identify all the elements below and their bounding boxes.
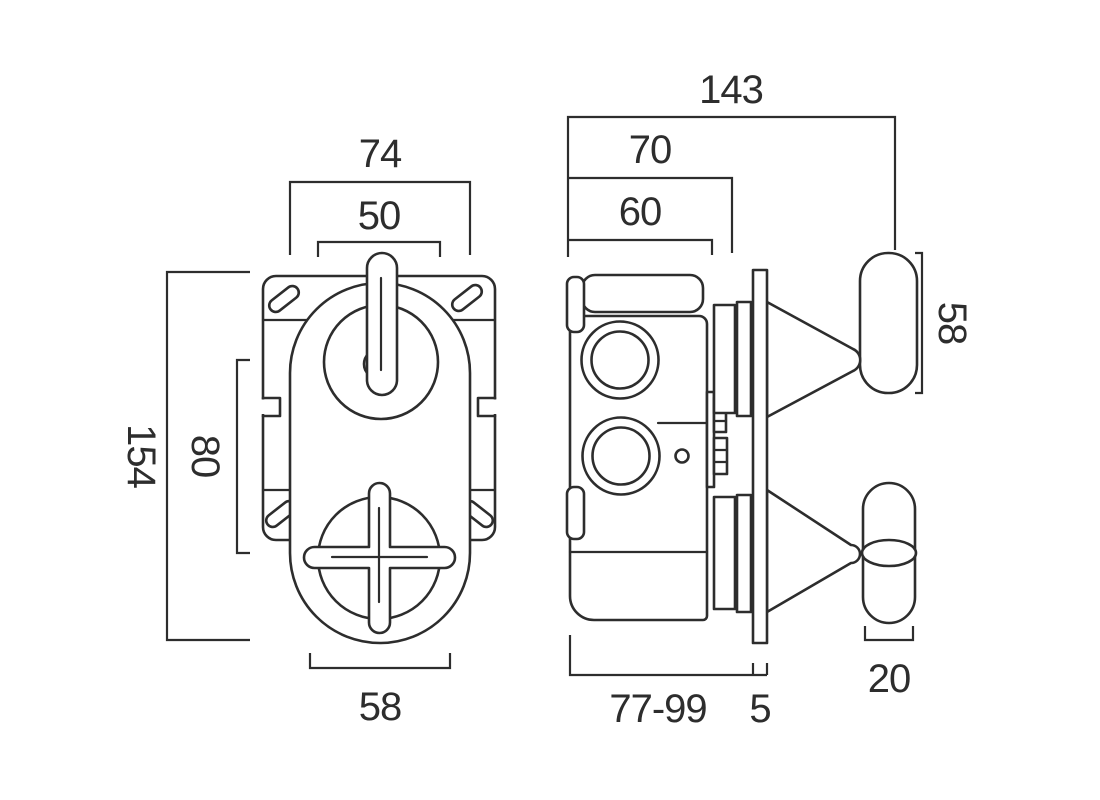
top-handle-cone xyxy=(765,300,862,419)
right-notch-eraser xyxy=(481,399,497,414)
top-cartridge-flange xyxy=(735,300,753,418)
connector-block-lower xyxy=(712,436,729,476)
screw-slot-top-left xyxy=(267,284,301,314)
dim-label-overall-depth: 143 xyxy=(699,68,763,112)
dim-bracket-overall-depth xyxy=(566,115,897,257)
dim-label-plate-width: 74 xyxy=(359,132,402,176)
dim-label-knob-centres: 80 xyxy=(183,435,227,478)
dim-bracket-plate-width xyxy=(288,180,472,255)
dim-bracket-recess-depth xyxy=(568,635,769,677)
dim-bracket-bottom-knob-dia xyxy=(308,653,452,670)
valve-body-side xyxy=(568,314,709,622)
bottom-cartridge-flange xyxy=(735,493,753,614)
front-view-dimensions: 74 50 154 80 58 xyxy=(119,132,472,729)
top-port-inner xyxy=(590,330,650,390)
top-port-outer xyxy=(580,320,660,400)
side-view xyxy=(565,251,919,645)
left-edge-notch xyxy=(261,396,282,418)
dim-bracket-overall-height xyxy=(165,270,250,642)
dim-label-plate-thickness: 5 xyxy=(749,687,770,731)
wall-tab-top xyxy=(565,275,586,334)
dim-label-cartridge-depth: 70 xyxy=(629,128,672,172)
dim-label-bottom-knob-dia: 58 xyxy=(359,685,402,729)
body-top-cap xyxy=(580,273,705,314)
front-view xyxy=(259,251,497,645)
dim-label-handle-width: 20 xyxy=(868,657,911,701)
bottom-port-outer xyxy=(581,416,661,496)
bottom-cartridge-spacer xyxy=(712,495,737,611)
fixing-screw-hole xyxy=(674,448,690,464)
top-cartridge-spacer xyxy=(712,303,737,415)
dim-bracket-handle-height xyxy=(915,251,924,395)
connector-block-lower-lines xyxy=(712,448,729,464)
top-handle-side xyxy=(858,251,919,395)
dim-label-recess-depth: 77-99 xyxy=(609,687,706,731)
dim-bracket-top-knob-dia xyxy=(316,240,442,257)
wall-tab-bottom xyxy=(565,485,586,541)
side-view-dimensions: 143 70 60 58 77-99 5 20 xyxy=(566,68,974,731)
dim-bracket-handle-width xyxy=(863,626,915,642)
cross-arm-edge-ellipse xyxy=(860,538,918,568)
dim-bracket-knob-centres xyxy=(235,358,250,555)
left-notch-eraser xyxy=(259,399,278,414)
right-edge-notch xyxy=(476,396,497,418)
dim-label-body-depth: 60 xyxy=(619,190,662,234)
dim-label-handle-height: 58 xyxy=(930,302,974,345)
dim-label-overall-height: 154 xyxy=(119,424,163,488)
screw-slot-top-right xyxy=(450,283,484,313)
wall-plate xyxy=(751,268,769,645)
dim-bracket-cartridge-depth xyxy=(568,176,734,253)
dim-bracket-body-depth xyxy=(568,238,714,255)
bottom-handle-cone xyxy=(765,488,862,614)
bottom-port-inner xyxy=(591,426,651,486)
dim-label-top-knob-dia: 50 xyxy=(358,194,401,238)
